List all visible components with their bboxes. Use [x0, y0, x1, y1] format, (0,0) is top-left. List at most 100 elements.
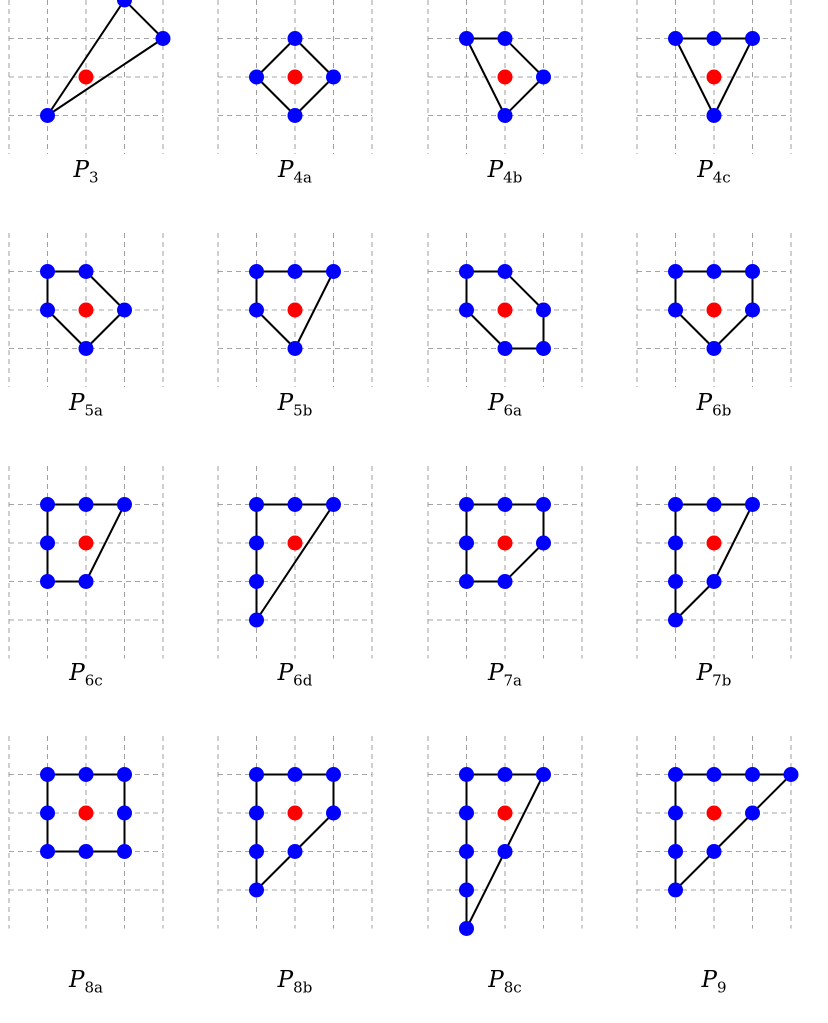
- vertex: [459, 767, 474, 782]
- vertex: [249, 882, 264, 898]
- panel-4b: [427, 0, 583, 154]
- vertex: [117, 497, 132, 512]
- vertex: [668, 612, 683, 628]
- vertex: [459, 882, 474, 898]
- vertex: [117, 767, 132, 782]
- vertex: [536, 69, 551, 85]
- caption-subscript: 4a: [293, 168, 312, 187]
- vertex: [459, 535, 474, 551]
- caption-subscript: 3: [88, 168, 99, 187]
- caption-4c: P4c: [654, 157, 774, 187]
- interior-point: [78, 535, 94, 551]
- vertex: [249, 69, 264, 85]
- vertex: [326, 264, 341, 279]
- caption-subscript: 8a: [84, 978, 103, 997]
- caption-subscript: 7b: [712, 671, 732, 690]
- caption-4b: P4b: [445, 157, 565, 187]
- panel-7b: [636, 466, 792, 659]
- caption-base: P: [73, 157, 89, 183]
- panel-6c: [8, 466, 164, 659]
- vertex: [326, 767, 341, 782]
- caption-subscript: 5b: [293, 401, 313, 420]
- vertex: [249, 535, 264, 551]
- panel-5a: [8, 233, 164, 387]
- caption-subscript: 6a: [503, 401, 522, 420]
- caption-6c: P6c: [26, 660, 146, 690]
- vertex: [78, 574, 94, 589]
- vertex: [745, 497, 760, 512]
- vertex: [668, 302, 683, 318]
- vertex: [745, 31, 760, 46]
- vertex: [706, 497, 722, 512]
- caption-subscript: 9: [716, 978, 727, 997]
- grid: [636, 736, 792, 929]
- vertex: [497, 341, 513, 356]
- caption-subscript: 7a: [503, 671, 522, 690]
- vertex: [668, 844, 683, 859]
- vertex: [536, 767, 551, 782]
- vertex: [536, 535, 551, 551]
- caption-subscript: 4b: [503, 168, 523, 187]
- interior-point: [497, 535, 513, 551]
- caption-6d: P6d: [235, 660, 355, 690]
- caption-subscript: 8c: [503, 978, 522, 997]
- vertex: [287, 844, 303, 859]
- caption-base: P: [488, 660, 504, 686]
- polygon-edge: [46, 0, 164, 117]
- vertex: [40, 535, 55, 551]
- caption-base: P: [69, 967, 85, 993]
- vertex: [668, 31, 683, 46]
- vertex: [536, 341, 551, 356]
- caption-base: P: [696, 660, 713, 686]
- caption-subscript: 8b: [293, 978, 313, 997]
- vertex: [459, 31, 474, 46]
- vertex: [287, 497, 303, 512]
- grid: [427, 466, 583, 659]
- interior-point: [497, 805, 513, 821]
- interior-point: [287, 69, 303, 85]
- vertex: [536, 497, 551, 512]
- interior-point: [78, 805, 94, 821]
- vertex: [40, 767, 55, 782]
- panel-6b: [636, 233, 792, 387]
- caption-3: P3: [26, 157, 146, 187]
- vertex: [40, 574, 55, 589]
- panel-3: [8, 0, 171, 154]
- caption-subscript: 5a: [84, 401, 103, 420]
- vertex: [40, 264, 55, 279]
- vertex: [78, 264, 94, 279]
- vertex: [117, 805, 132, 821]
- interior-point: [287, 805, 303, 821]
- interior-point: [78, 69, 94, 85]
- vertex: [706, 31, 722, 46]
- caption-4a: P4a: [235, 157, 355, 187]
- interior-point: [78, 302, 94, 318]
- vertex: [497, 31, 513, 46]
- vertex: [78, 844, 94, 859]
- vertex: [287, 108, 303, 123]
- panel-9: [636, 736, 799, 929]
- caption-subscript: 4c: [712, 168, 731, 187]
- vertex: [668, 535, 683, 551]
- vertex: [745, 264, 760, 279]
- vertex: [706, 108, 722, 123]
- vertex: [706, 844, 722, 859]
- grid: [8, 736, 164, 929]
- vertex: [40, 302, 55, 318]
- interior-point: [706, 302, 722, 318]
- vertex: [249, 264, 264, 279]
- caption-subscript: 6d: [293, 671, 313, 690]
- caption-5b: P5b: [235, 390, 355, 420]
- vertex: [117, 302, 132, 318]
- panel-5b: [217, 233, 373, 387]
- caption-base: P: [278, 157, 294, 183]
- vertex: [459, 302, 474, 318]
- panel-4a: [217, 0, 373, 154]
- vertex: [745, 805, 760, 821]
- caption-base: P: [696, 390, 713, 416]
- caption-9: P9: [654, 967, 774, 997]
- vertex: [497, 497, 513, 512]
- vertex: [668, 497, 683, 512]
- vertex: [40, 844, 55, 859]
- vertex: [706, 264, 722, 279]
